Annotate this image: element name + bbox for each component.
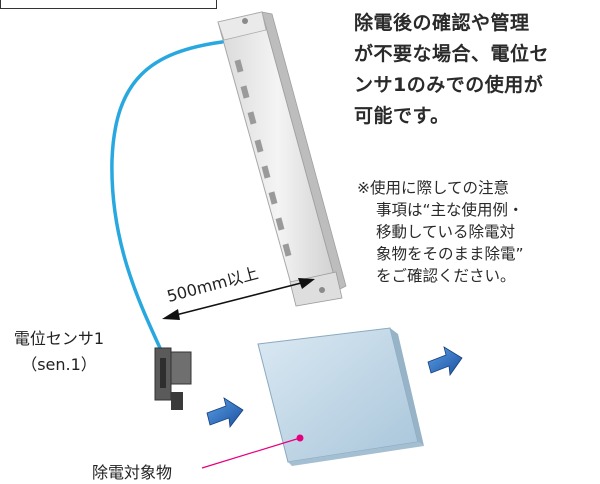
motion-arrow-left: [206, 397, 244, 429]
main-note-line: が不要な場合、電位セ: [354, 43, 550, 65]
distance-arrow: [162, 278, 315, 320]
emitter-slots: [234, 59, 292, 257]
sub-note: ※使用に際しての注意 事項は“主な使用例・ 移動している除電対 象物をそのまま除…: [357, 177, 597, 287]
target-label: 除電対象物: [92, 463, 173, 482]
sub-note-line: 移動している除電対: [376, 223, 516, 241]
ionizer-bar: [217, 11, 347, 307]
target-object: [257, 327, 424, 466]
motion-arrow-right: [427, 346, 463, 377]
main-note: 除電後の確認や管理 が不要な場合、電位セ ンサ1のみでの使用が 可能です。: [354, 8, 598, 132]
potential-sensor: [154, 347, 192, 410]
main-note-line: 可能です。: [354, 105, 450, 127]
main-note-line: 除電後の確認や管理: [354, 12, 530, 34]
sub-note-line: をご確認ください。: [376, 267, 516, 285]
sensor-label-name: 電位センサ1: [13, 329, 105, 348]
sub-note-line: 象物をそのまま除電”: [376, 245, 524, 263]
header-box: [0, 0, 217, 9]
main-note-line: ンサ1のみでの使用が: [354, 74, 544, 96]
sensor-label-id: （sen.1）: [21, 355, 97, 374]
target-leader-line: [201, 437, 301, 469]
sensor-label: 電位センサ1 （sen.1）: [4, 326, 114, 378]
sub-note-line: 事項は“主な使用例・: [376, 201, 524, 219]
sub-note-line: ※使用に際しての注意: [357, 179, 510, 197]
sensor-cable: [110, 40, 224, 350]
